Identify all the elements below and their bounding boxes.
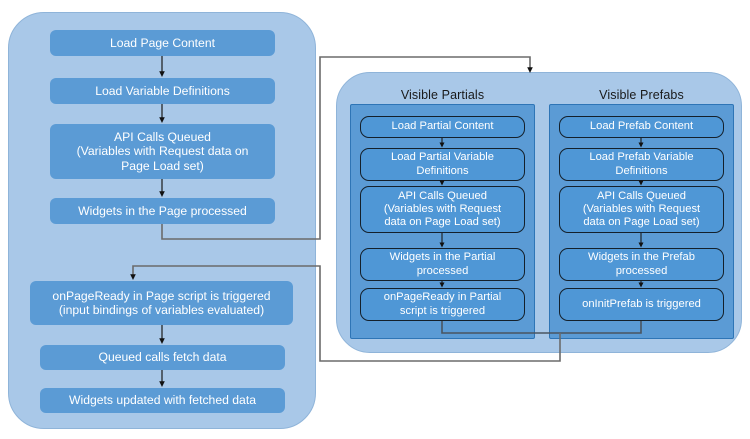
box-oninitprefab-triggered[interactable]: onInitPrefab is triggered xyxy=(559,288,724,321)
box-widgets-in-page-processed[interactable]: Widgets in the Page processed xyxy=(50,198,275,224)
box-load-page-content[interactable]: Load Page Content xyxy=(50,30,275,56)
box-queued-calls-fetch-data[interactable]: Queued calls fetch data xyxy=(40,345,285,370)
box-load-partial-content[interactable]: Load Partial Content xyxy=(360,116,525,138)
box-api-calls-queued[interactable]: API Calls Queued(Variables with Request … xyxy=(50,124,275,179)
visible-partials-title: Visible Partials xyxy=(400,88,485,102)
box-onpageready-page-script[interactable]: onPageReady in Page script is triggered(… xyxy=(30,281,293,325)
box-load-variable-definitions[interactable]: Load Variable Definitions xyxy=(50,78,275,104)
box-widgets-updated-with-fetched-data[interactable]: Widgets updated with fetched data xyxy=(40,388,285,413)
visible-prefabs-title: Visible Prefabs xyxy=(599,88,684,102)
box-load-prefab-content[interactable]: Load Prefab Content xyxy=(559,116,724,138)
